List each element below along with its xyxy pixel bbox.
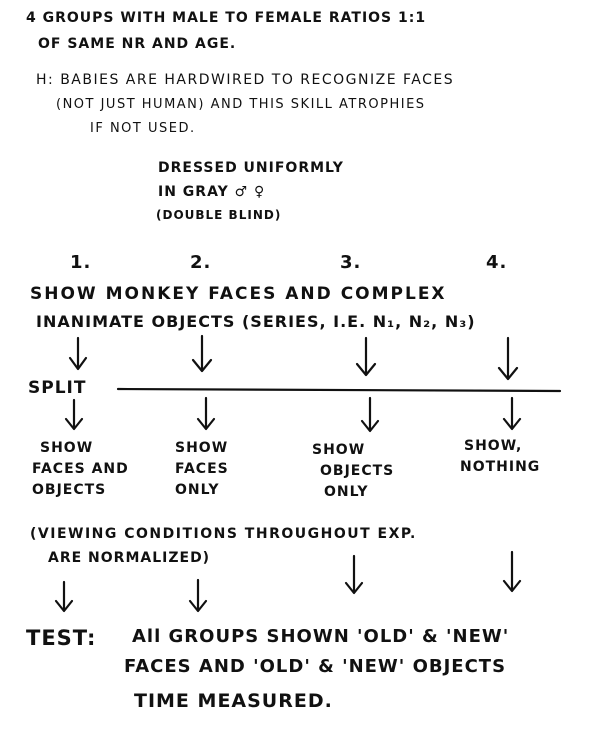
arrow-split-4 — [502, 396, 522, 431]
arrow-down-2 — [191, 334, 213, 373]
condition-2-line-2: FACES — [175, 461, 229, 477]
hypothesis-line-1: H: BABIES ARE HARDWIRED TO RECOGNIZE FAC… — [36, 72, 455, 88]
condition-1-line-2: FACES AND — [32, 461, 129, 477]
show-step-line-2: INANIMATE OBJECTS (SERIES, I.E. N₁, N₂, … — [36, 312, 476, 331]
condition-2-line-1: SHOW — [175, 440, 229, 456]
condition-1-line-3: OBJECTS — [32, 482, 107, 498]
condition-2: SHOW FACES ONLY — [175, 438, 229, 501]
split-line — [116, 387, 562, 393]
viewing-line-2: ARE NORMALIZED) — [48, 550, 211, 566]
test-line-1: All GROUPS SHOWN 'OLD' & 'NEW' — [132, 626, 510, 647]
condition-1-line-1: SHOW — [40, 440, 94, 456]
arrow-test-1 — [54, 580, 74, 613]
condition-3: SHOW OBJECTS ONLY — [312, 440, 394, 503]
viewing-line-1: (VIEWING CONDITIONS THROUGHOUT EXP. — [30, 526, 417, 542]
condition-4: SHOW, NOTHING — [460, 436, 540, 478]
dress-line-2: IN GRAY ♂ ♀ — [158, 184, 266, 200]
group-number-4: 4. — [486, 252, 508, 273]
test-label: TEST: — [26, 626, 97, 650]
arrow-down-4 — [497, 336, 519, 381]
test-line-3: TIME MEASURED. — [134, 690, 333, 712]
show-step-line-1: SHOW MONKEY FACES AND COMPLEX — [30, 284, 447, 304]
split-label: SPLIT — [28, 378, 87, 398]
arrow-test-2 — [188, 578, 208, 613]
condition-3-line-3: ONLY — [324, 484, 369, 500]
test-line-2: FACES AND 'OLD' & 'NEW' OBJECTS — [124, 656, 507, 677]
condition-2-line-3: ONLY — [175, 482, 220, 498]
arrow-down-1 — [68, 336, 88, 371]
arrow-down-3 — [355, 336, 377, 377]
dress-line-3: (DOUBLE BLIND) — [156, 208, 282, 222]
group-number-1: 1. — [70, 252, 92, 273]
dress-line-1: DRESSED UNIFORMLY — [158, 160, 344, 176]
arrow-split-2 — [196, 396, 216, 431]
arrow-test-4 — [502, 550, 522, 593]
hypothesis-line-3: IF NOT USED. — [90, 121, 196, 136]
condition-1: SHOW FACES AND OBJECTS — [32, 438, 129, 501]
arrow-split-1 — [64, 398, 84, 431]
hypothesis-line-2: (NOT JUST HUMAN) AND THIS SKILL ATROPHIE… — [56, 97, 426, 112]
condition-4-line-2: NOTHING — [460, 459, 541, 475]
condition-3-line-2: OBJECTS — [320, 463, 395, 479]
header-line-2: OF SAME NR AND AGE. — [38, 36, 237, 52]
group-number-3: 3. — [340, 252, 362, 273]
group-number-2: 2. — [190, 252, 212, 273]
arrow-test-3 — [344, 554, 364, 595]
arrow-split-3 — [360, 396, 380, 433]
condition-4-line-1: SHOW, — [464, 438, 523, 454]
header-line-1: 4 GROUPS WITH MALE TO FEMALE RATIOS 1:1 — [26, 10, 427, 26]
condition-3-line-1: SHOW — [312, 442, 366, 458]
